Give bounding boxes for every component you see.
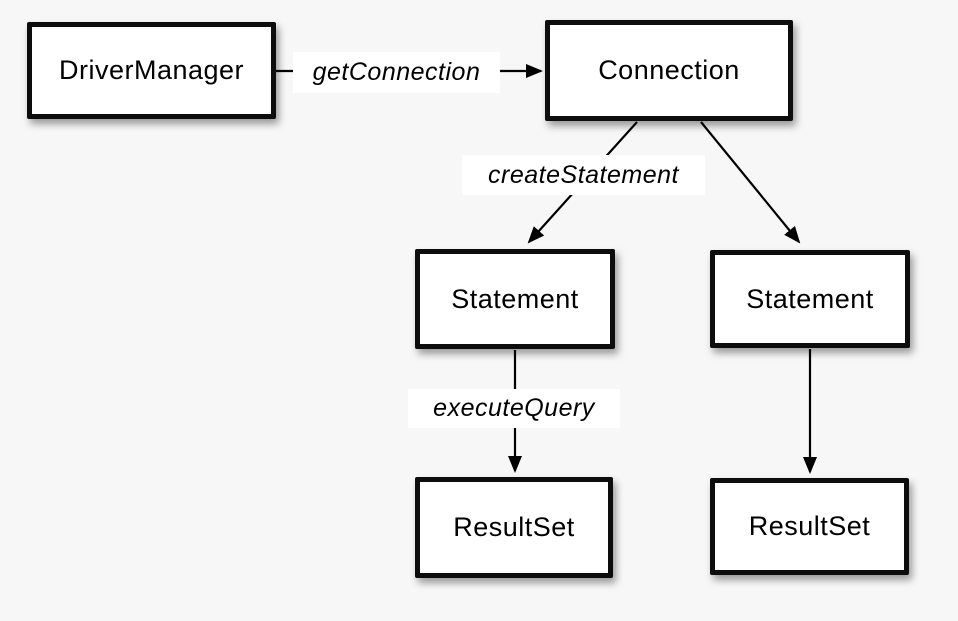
node-driver-manager-label: DriverManager xyxy=(58,55,245,85)
edge-label-getconnection: getConnection xyxy=(293,52,500,93)
edge-label-createstatement-text: createStatement xyxy=(488,160,679,189)
edge-label-createstatement: createStatement xyxy=(462,155,705,195)
node-resultset-right-label: ResultSet xyxy=(748,511,871,541)
edge-label-executequery: executeQuery xyxy=(408,389,620,428)
node-statement-right: Statement xyxy=(710,250,910,348)
node-resultset-left-label: ResultSet xyxy=(453,512,575,542)
edge-label-executequery-text: executeQuery xyxy=(433,394,595,422)
node-connection-label: Connection xyxy=(598,55,740,85)
node-connection: Connection xyxy=(545,20,793,121)
node-resultset-left: ResultSet xyxy=(415,477,613,578)
node-statement-left: Statement xyxy=(415,249,615,349)
node-resultset-right: ResultSet xyxy=(710,478,909,575)
node-driver-manager: DriverManager xyxy=(27,22,276,119)
node-statement-left-label: Statement xyxy=(451,283,579,314)
node-statement-right-label: Statement xyxy=(746,283,874,314)
edge-connection-statement-right-arrow xyxy=(700,121,801,244)
edge-label-getconnection-text: getConnection xyxy=(312,58,481,86)
